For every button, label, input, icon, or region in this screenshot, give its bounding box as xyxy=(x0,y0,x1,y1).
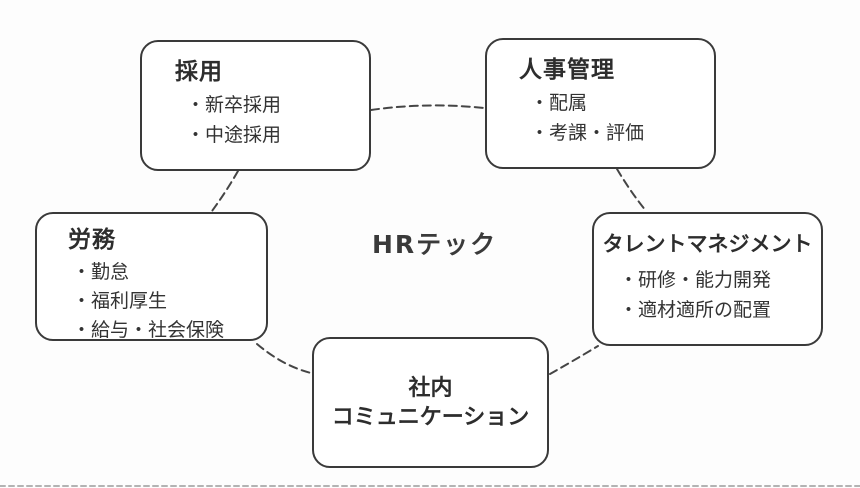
box-item: ・給与・社会保険 xyxy=(72,319,225,341)
title-line-2: コミュニケーション xyxy=(331,404,530,430)
connector-hr-management-to-talent xyxy=(616,168,647,212)
box-recruitment: 採用 ・新卒採用・中途採用 xyxy=(140,40,371,171)
box-labor-items: ・勤怠・福利厚生・給与・社会保険 xyxy=(68,258,266,345)
box-hr-management: 人事管理 ・配属・考課・評価 xyxy=(485,38,716,169)
box-labor-title: 労務 xyxy=(68,227,116,253)
box-talent-management-items: ・研修・能力開発・適材適所の配置 xyxy=(594,265,821,325)
box-internal-communication: 社内 コミュニケーション xyxy=(312,337,549,468)
box-recruitment-title: 採用 xyxy=(175,59,223,85)
box-item: ・考課・評価 xyxy=(530,122,645,144)
center-label: HRテック xyxy=(372,230,498,259)
box-item: ・福利厚生 xyxy=(72,290,168,312)
box-hr-management-items: ・配属・考課・評価 xyxy=(519,88,714,148)
box-recruitment-items: ・新卒採用・中途採用 xyxy=(175,90,369,150)
connector-recruitment-to-labor xyxy=(211,170,239,212)
box-hr-management-title: 人事管理 xyxy=(519,57,615,83)
box-talent-management: タレントマネジメント ・研修・能力開発・適材適所の配置 xyxy=(592,212,823,346)
connector-communication-to-talent xyxy=(549,345,599,375)
box-item: ・適材適所の配置 xyxy=(619,299,772,321)
box-item: ・研修・能力開発 xyxy=(619,269,772,291)
box-item: ・新卒採用 xyxy=(186,94,282,116)
connector-recruitment-to-hr-management xyxy=(370,104,485,111)
box-internal-communication-title: 社内 コミュニケーション xyxy=(332,374,530,432)
box-item: ・勤怠 xyxy=(72,261,130,283)
title-line-1: 社内 xyxy=(408,375,453,401)
connector-labor-to-communication xyxy=(256,343,312,374)
box-item: ・中途採用 xyxy=(186,124,282,146)
box-talent-management-title: タレントマネジメント xyxy=(602,232,813,256)
box-item: ・配属 xyxy=(530,92,588,114)
box-labor: 労務 ・勤怠・福利厚生・給与・社会保険 xyxy=(35,212,268,341)
